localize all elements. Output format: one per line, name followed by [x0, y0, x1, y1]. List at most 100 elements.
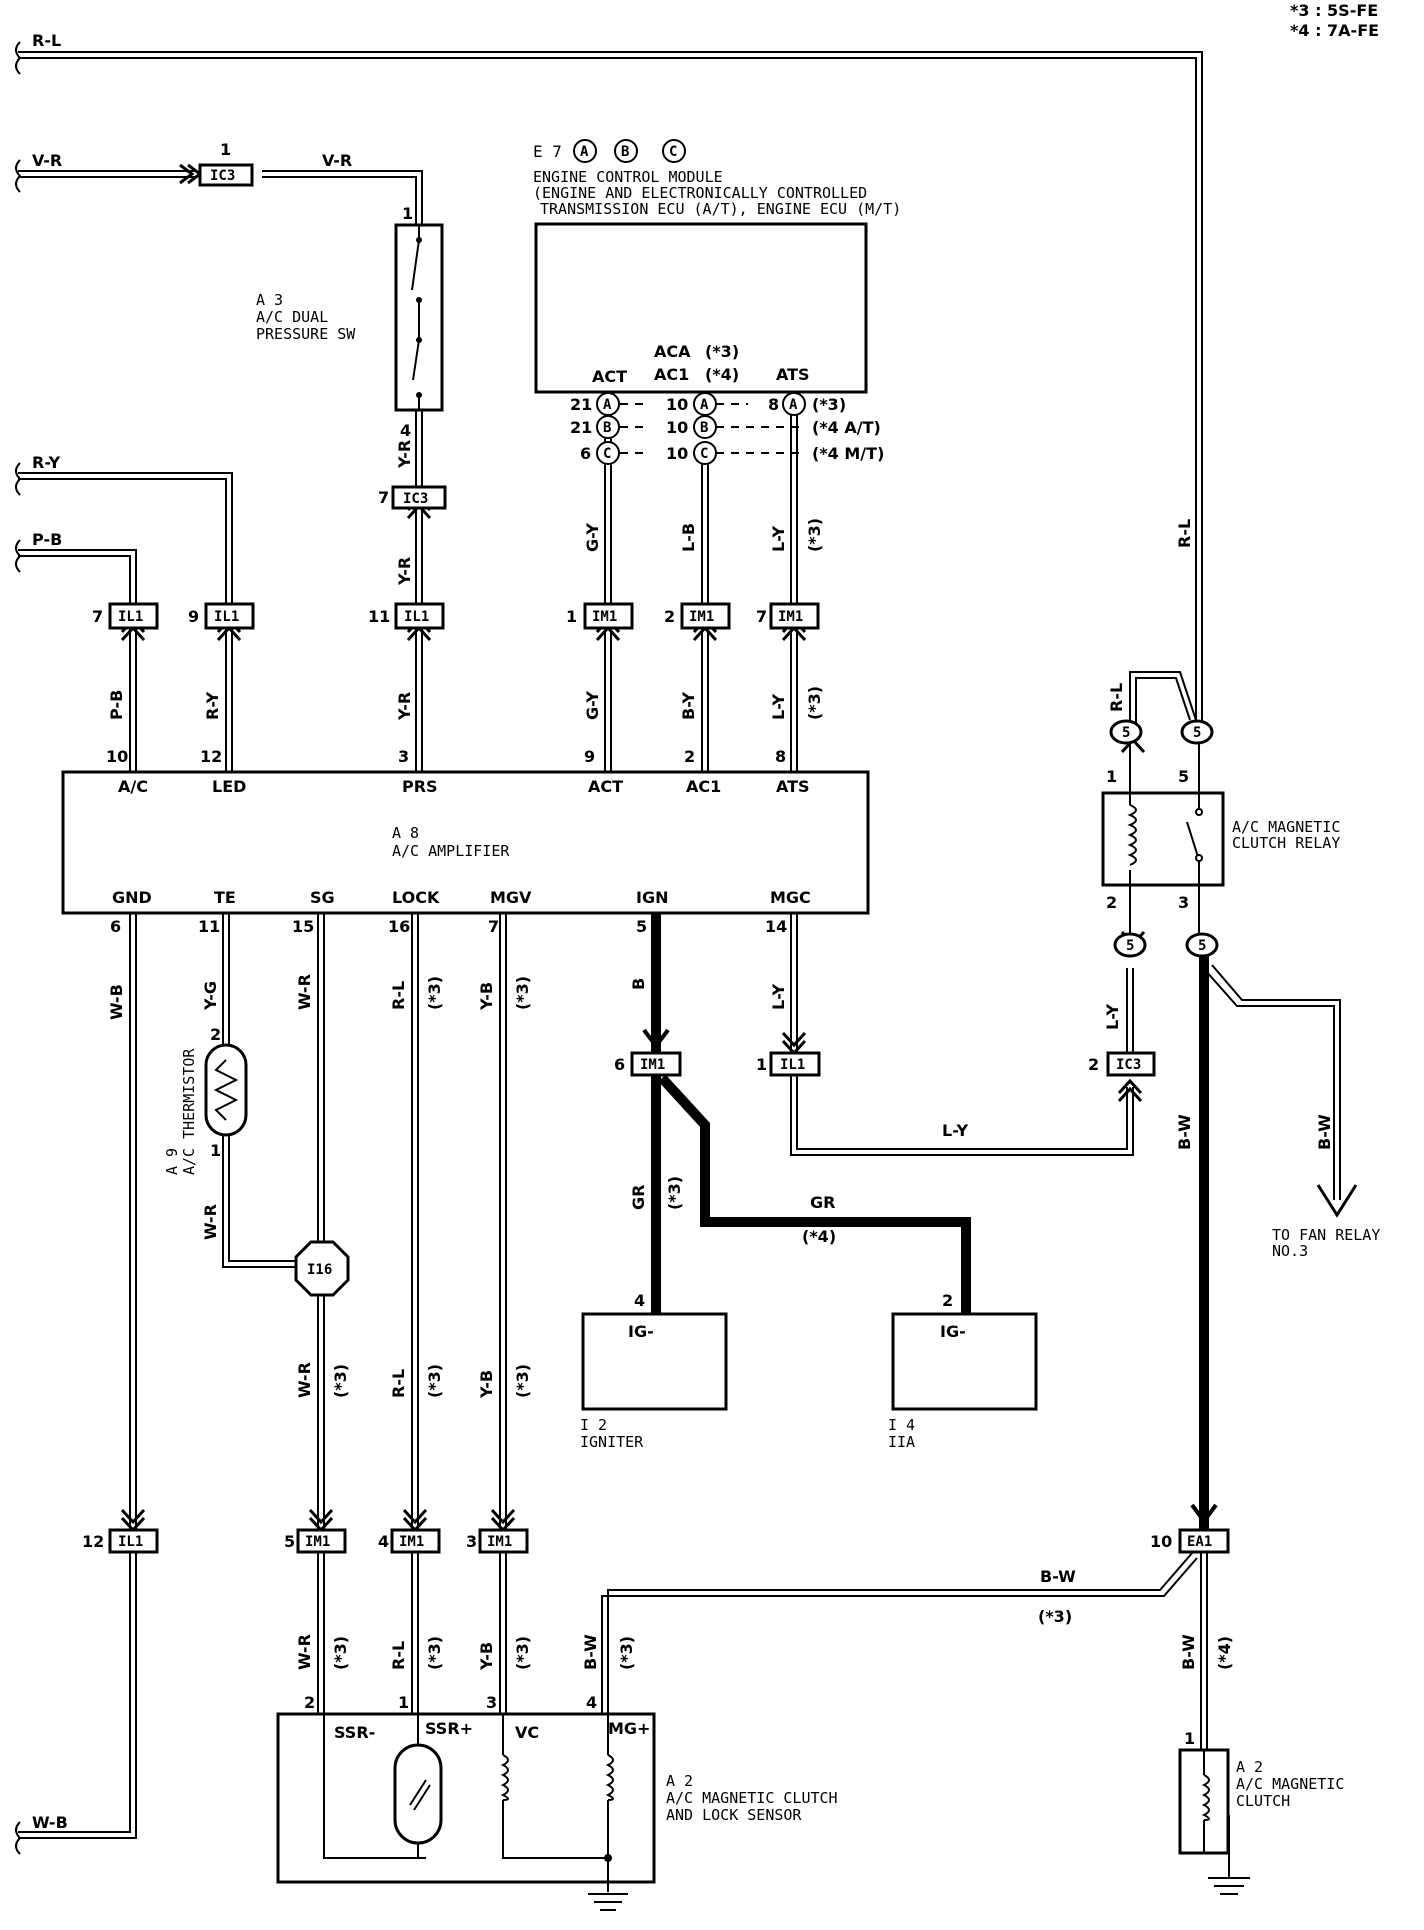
svg-text:G-Y: G-Y	[583, 691, 602, 720]
svg-text:SSR-: SSR-	[334, 1723, 375, 1742]
svg-text:IC3: IC3	[403, 491, 428, 507]
ecm-ref: E 7	[533, 142, 562, 161]
wire-l-y-mgc	[790, 913, 798, 1053]
svg-text:1: 1	[1106, 767, 1117, 786]
svg-text:B-Y: B-Y	[679, 692, 698, 720]
svg-text:IIA: IIA	[888, 1433, 915, 1451]
svg-text:L-Y: L-Y	[769, 526, 788, 552]
svg-text:C: C	[603, 446, 611, 462]
svg-text:A: A	[580, 144, 589, 160]
svg-text:MG+: MG+	[608, 1719, 650, 1738]
connector-il1-yr	[394, 602, 445, 630]
svg-text:CLUTCH RELAY: CLUTCH RELAY	[1232, 834, 1340, 852]
svg-text:GND: GND	[112, 888, 152, 907]
svg-text:4: 4	[400, 421, 411, 440]
svg-text:1: 1	[1184, 1729, 1195, 1748]
svg-text:L-Y: L-Y	[769, 984, 788, 1010]
svg-text:(*3): (*3)	[331, 1364, 350, 1398]
svg-text:(*4 A/T): (*4 A/T)	[812, 418, 881, 437]
svg-text:3: 3	[398, 747, 409, 766]
wire-b-w-clutch	[1200, 1552, 1208, 1750]
connector-im1-wr	[296, 1528, 347, 1554]
svg-text:L-Y: L-Y	[1103, 1004, 1122, 1030]
svg-text:ACT: ACT	[592, 367, 627, 386]
svg-text:(*3): (*3)	[805, 686, 824, 720]
svg-text:W-R: W-R	[295, 974, 314, 1010]
svg-text:A/C MAGNETIC: A/C MAGNETIC	[1236, 1775, 1344, 1793]
svg-text:1: 1	[398, 1693, 409, 1712]
wire-p-b	[18, 549, 137, 604]
harness-break-icons	[15, 41, 22, 1855]
svg-text:B-W: B-W	[1179, 1634, 1198, 1670]
wire-l-b-ecm	[701, 460, 709, 604]
svg-text:Y-R: Y-R	[395, 692, 414, 721]
svg-text:IM1: IM1	[778, 609, 803, 625]
svg-text:GR: GR	[629, 1185, 648, 1210]
svg-text:12: 12	[82, 1532, 104, 1551]
svg-text:ACA: ACA	[654, 342, 691, 361]
svg-text:EA1: EA1	[1187, 1534, 1212, 1550]
svg-text:11: 11	[368, 607, 390, 626]
connector-ea1	[1178, 1528, 1230, 1554]
ac-magnetic-clutch: 1 A 2 A/C MAGNETIC CLUTCH	[1178, 1729, 1344, 1895]
svg-text:Y-B: Y-B	[477, 1370, 496, 1399]
svg-text:W-B: W-B	[32, 1813, 68, 1832]
svg-text:(*4): (*4)	[802, 1227, 836, 1246]
svg-text:C: C	[700, 446, 708, 462]
svg-text:NO.3: NO.3	[1272, 1242, 1308, 1260]
svg-text:TO FAN RELAY: TO FAN RELAY	[1272, 1226, 1380, 1244]
ac-magnetic-clutch-relay: 1 5 2 3 A/C MAGNETIC CLUTCH RELAY 5 5 5 …	[1101, 719, 1340, 958]
svg-text:B: B	[603, 420, 611, 436]
svg-text:CLUTCH: CLUTCH	[1236, 1792, 1290, 1810]
svg-text:R-L: R-L	[389, 981, 408, 1010]
svg-text:Y-B: Y-B	[477, 982, 496, 1011]
svg-text:2: 2	[210, 1025, 221, 1044]
svg-text:(*4): (*4)	[705, 365, 739, 384]
svg-text:10: 10	[666, 444, 688, 463]
svg-text:VC: VC	[515, 1723, 539, 1742]
svg-text:I 2: I 2	[580, 1416, 607, 1434]
svg-text:10: 10	[106, 747, 128, 766]
ac-magnetic-clutch-lock-sensor: SSR- SSR+ VC MG+ 2 1 3 4 A 2 A/C MAGNETI…	[276, 1693, 838, 1911]
svg-text:6: 6	[580, 444, 591, 463]
thick-wires	[651, 913, 1209, 1530]
svg-text:21: 21	[570, 395, 592, 414]
wires	[18, 51, 1341, 1839]
svg-text:B-W: B-W	[1315, 1114, 1334, 1150]
svg-text:4: 4	[378, 1532, 389, 1551]
svg-text:(*3): (*3)	[425, 976, 444, 1010]
svg-text:IL1: IL1	[780, 1057, 805, 1073]
svg-text:IC3: IC3	[210, 168, 235, 184]
vc-coil-icon	[500, 1754, 509, 1801]
svg-text:(*3): (*3)	[331, 1636, 350, 1670]
svg-text:(*3): (*3)	[805, 518, 824, 552]
svg-text:7: 7	[92, 607, 103, 626]
wire-v-r-to-switch	[262, 170, 423, 225]
wire-r-l-lock	[411, 913, 419, 1530]
svg-text:A 2: A 2	[666, 1772, 693, 1790]
connector-im1-rl	[390, 1528, 441, 1554]
svg-text:2: 2	[942, 1291, 953, 1310]
ecm-pin-rows: 21 A 10 A 8 A (*3) 21 B 10 B (*4 A/T) 6 …	[570, 392, 884, 465]
svg-text:W-R: W-R	[201, 1204, 220, 1240]
svg-text:6: 6	[110, 917, 121, 936]
iia-box	[891, 1312, 1038, 1411]
connector-im1-gy	[583, 602, 634, 630]
svg-text:LED: LED	[212, 777, 246, 796]
svg-text:R-L: R-L	[32, 31, 61, 50]
svg-text:LOCK: LOCK	[392, 888, 440, 907]
connector-il1-gnd	[108, 1528, 159, 1554]
svg-text:B: B	[621, 144, 629, 160]
svg-text:TE: TE	[214, 888, 236, 907]
ecm-title-1: ENGINE CONTROL MODULE	[533, 168, 723, 186]
ecm-connector-b-icon	[614, 139, 638, 163]
svg-text:B-W: B-W	[581, 1634, 600, 1670]
svg-text:W-R: W-R	[295, 1362, 314, 1398]
svg-text:L-B: L-B	[679, 523, 698, 552]
wire-w-b-gnd	[129, 913, 137, 1530]
svg-text:(*4): (*4)	[1215, 1636, 1234, 1670]
svg-text:5: 5	[1198, 938, 1206, 954]
svg-text:IGNITER: IGNITER	[580, 1433, 644, 1451]
svg-text:B: B	[700, 420, 708, 436]
svg-text:L-Y: L-Y	[942, 1121, 968, 1140]
